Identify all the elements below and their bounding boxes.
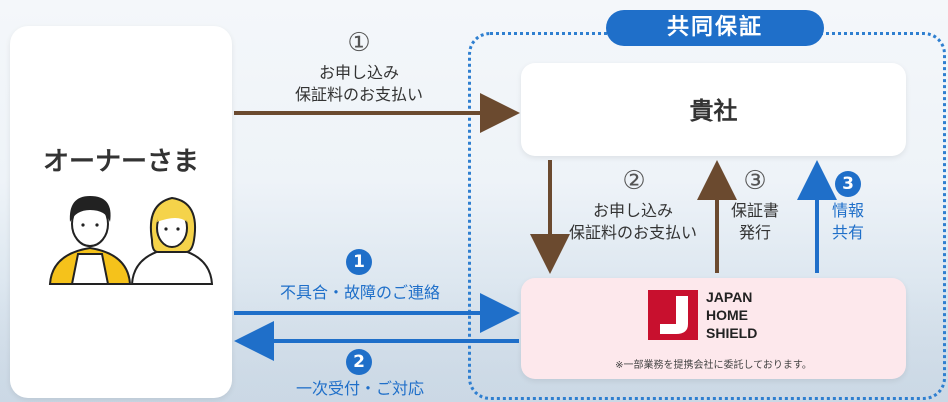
flow-mid-right-number: 3 <box>835 171 861 197</box>
flow-mid-left-line1: お申し込み <box>592 201 673 220</box>
flow-top-number: ① <box>347 28 371 58</box>
person-male-icon <box>48 196 132 285</box>
owner-card: オーナーさま <box>10 26 232 398</box>
flow-bottom-in-text: 不具合・故障のご連絡 <box>279 283 440 302</box>
company-card: 貴社 <box>521 63 906 156</box>
owner-title: オーナーさま <box>42 147 199 177</box>
flow-mid-right-line1: 情報 <box>831 201 864 220</box>
jhs-note: ※一部業務を提携会社に委託しております。 <box>615 360 812 371</box>
flow-mid-left-number: ② <box>622 166 646 196</box>
joint-guarantee-label: 共同保証 <box>606 10 824 46</box>
flow-bottom-in-number: 1 <box>346 249 372 275</box>
jhs-logo-text: JAPAN HOME SHIELD <box>706 288 757 342</box>
person-female-icon <box>130 196 214 285</box>
owner-people-icon <box>48 196 214 285</box>
flow-mid-center-line2: 発行 <box>738 223 771 242</box>
flow-top-line2: 保証料のお支払い <box>294 85 423 104</box>
jhs-logo-line: JAPAN <box>706 289 753 305</box>
flow-mid-center-number: ③ <box>743 166 767 196</box>
flow-mid-right-line2: 共有 <box>831 223 864 242</box>
jhs-card: JAPAN HOME SHIELD ※一部業務を提携会社に委託しております。 <box>521 278 906 379</box>
flow-mid-center-line1: 保証書 <box>730 201 779 220</box>
flow-top-line1: お申し込み <box>318 63 399 82</box>
jhs-logo-line: SHIELD <box>706 325 758 341</box>
jhs-logo-icon <box>648 290 698 340</box>
jhs-logo-line: HOME <box>706 307 748 323</box>
flow-bottom-out-text: 一次受付・ご対応 <box>295 379 424 398</box>
flow-bottom-out-number: 2 <box>346 349 372 375</box>
company-title: 貴社 <box>689 97 738 125</box>
flow-mid-left-line2: 保証料のお支払い <box>568 223 697 242</box>
